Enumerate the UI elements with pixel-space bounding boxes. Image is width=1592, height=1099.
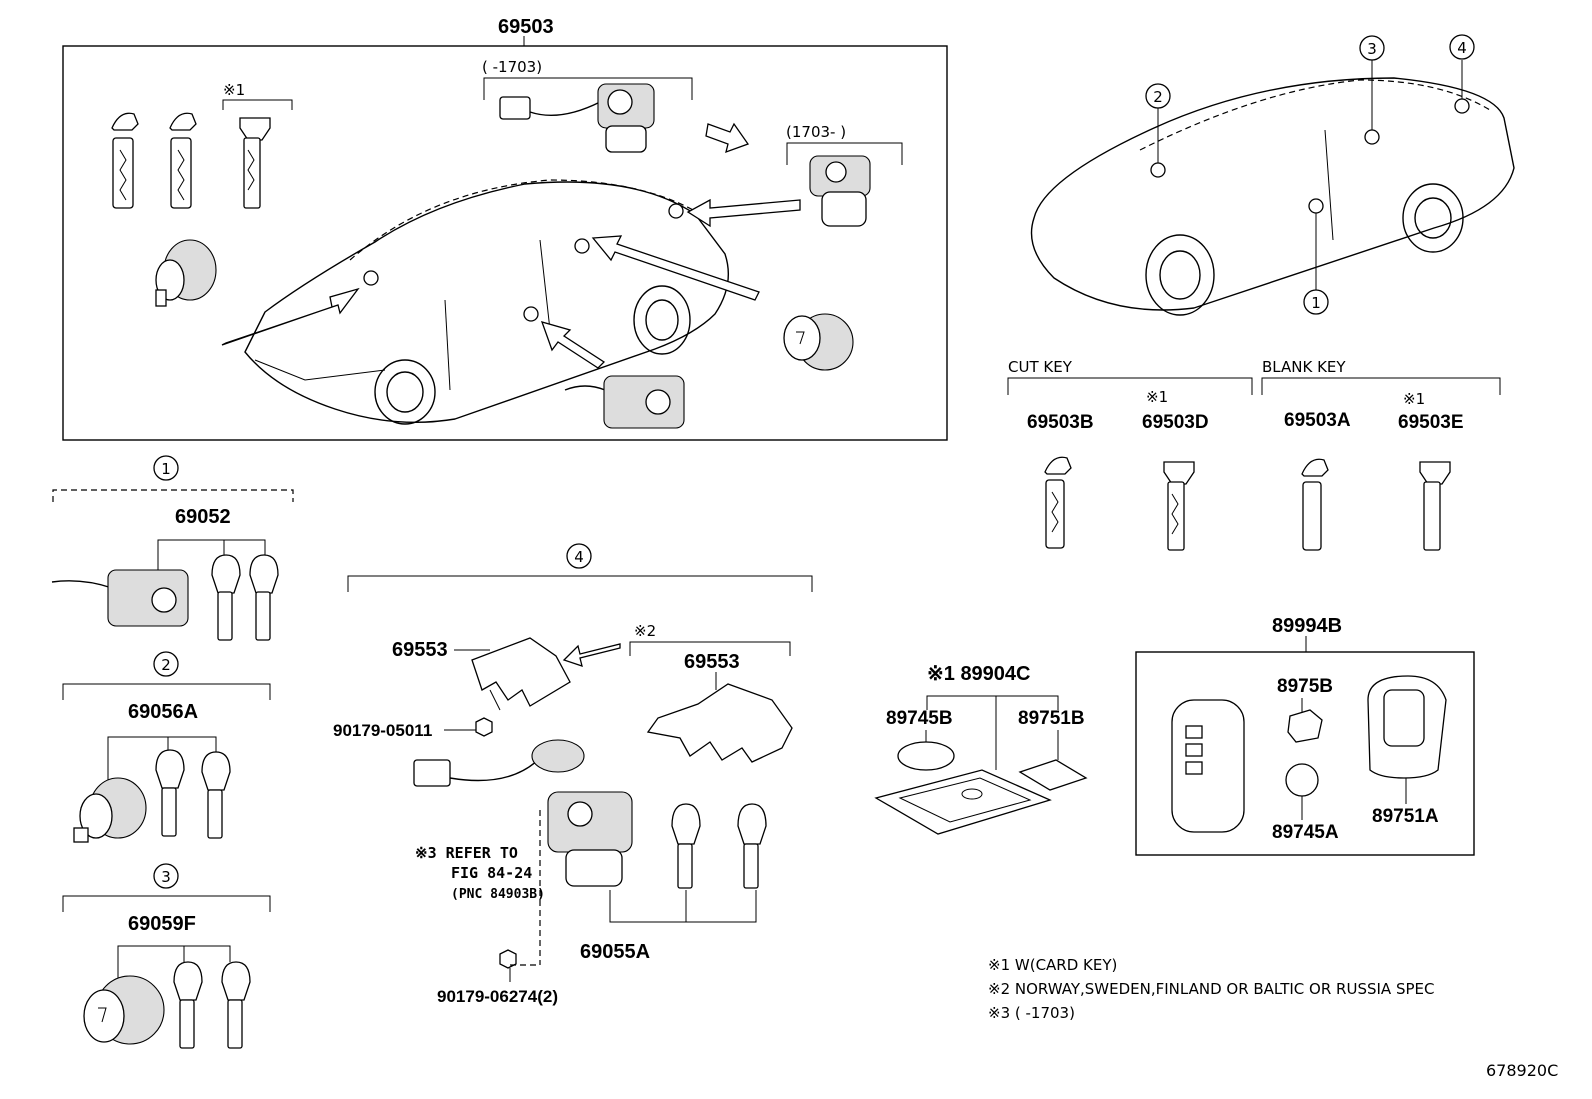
part-90179-06274: 90179-06274(2) — [437, 987, 558, 1006]
cut-key-smart-icon — [1044, 456, 1072, 549]
callout-circle-3-right: 3 — [1359, 35, 1385, 61]
part-89751A: 89751A — [1372, 806, 1439, 827]
diagram-id: 678920C — [1486, 1061, 1558, 1080]
ignition-cylinder-before-icon — [499, 83, 655, 153]
part-89904C: ※1 89904C — [927, 663, 1031, 685]
svg-text:1: 1 — [1311, 294, 1321, 312]
callout-circle-1: 1 — [153, 455, 179, 481]
part-69553-left: 69553 — [392, 639, 448, 661]
group1-key-2-icon — [249, 554, 279, 641]
group4-ignition-switch-icon — [413, 739, 633, 887]
arrow-cover-icon — [562, 643, 621, 667]
key-smart-2-icon — [169, 112, 197, 209]
part-69503D: 69503D — [1142, 412, 1209, 433]
key-smart-1-icon — [111, 112, 139, 209]
callout-circle-3: 3 — [153, 863, 179, 889]
callout-circle-1-right: 1 — [1303, 289, 1329, 315]
part-90179-05011: 90179-05011 — [333, 721, 432, 740]
cover-right-icon — [646, 683, 793, 763]
trunk-cylinder-icon — [783, 313, 854, 371]
part-69059F: 69059F — [128, 913, 196, 935]
bolt-icon — [475, 717, 493, 737]
arrow-to-console-icon — [591, 235, 760, 301]
legend-line-3: ※3 ( -1703) — [988, 1004, 1075, 1022]
ignition-cylinder-after-icon — [809, 155, 871, 227]
callout-circle-4-right: 4 — [1449, 34, 1475, 60]
svg-text:4: 4 — [1457, 39, 1467, 57]
remote-case-icon — [1367, 675, 1447, 779]
legend-line-2: ※2 NORWAY,SWEDEN,FINLAND OR BALTIC OR RU… — [988, 980, 1434, 998]
main-group-box — [62, 45, 948, 441]
remote-box — [1135, 651, 1475, 856]
vehicle-left-illustration — [244, 179, 730, 425]
card-sheet-icon — [1018, 759, 1088, 791]
blank-key-card-icon — [1419, 461, 1451, 551]
part-89994B: 89994B — [1272, 615, 1342, 637]
svg-text:3: 3 — [161, 868, 171, 886]
group3-trunk-cylinder-icon — [83, 975, 165, 1045]
note-mark-cut: ※1 — [1146, 388, 1168, 406]
svg-text:1: 1 — [161, 460, 171, 478]
group2-door-cylinder-icon — [73, 777, 147, 843]
blank-key-header: BLANK KEY — [1262, 358, 1346, 376]
group2-key-1-icon — [155, 749, 185, 837]
note-mark-blank: ※1 — [1403, 390, 1425, 408]
part-69503E: 69503E — [1398, 412, 1464, 433]
date-after-label: (1703- ) — [786, 123, 846, 141]
group2-key-2-icon — [201, 751, 231, 839]
note-mark-1: ※1 — [223, 81, 245, 99]
main-group-label: 69503 — [498, 16, 554, 38]
group3-key-2-icon — [221, 961, 251, 1049]
arrow-to-trunk-icon — [686, 198, 801, 228]
card-battery-icon — [897, 741, 955, 771]
remote-cover-icon — [1287, 709, 1323, 743]
part-89751B: 89751B — [1018, 708, 1085, 729]
svg-text:2: 2 — [1153, 88, 1163, 106]
arrow-to-front-icon — [221, 287, 360, 346]
smart-key-fob-icon — [1171, 699, 1245, 833]
screw-icon — [499, 949, 517, 969]
group1-ignition-switch-icon — [51, 569, 189, 627]
part-69503A: 69503A — [1284, 410, 1351, 431]
part-89745A: 89745A — [1272, 822, 1339, 843]
ref-line-3: (PNC 84903B) — [451, 887, 545, 902]
ignition-switch-icon — [564, 375, 685, 429]
part-69553-right: 69553 — [684, 651, 740, 673]
note-mark-2: ※2 — [634, 622, 656, 640]
group3-key-1-icon — [173, 961, 203, 1049]
callout-circle-4: 4 — [566, 543, 592, 569]
group4-key-2-icon — [737, 803, 767, 889]
part-89745B: 89745B — [886, 708, 953, 729]
date-before-label: ( -1703) — [482, 58, 542, 76]
part-69055A: 69055A — [580, 941, 650, 963]
part-8975B: 8975B — [1277, 676, 1333, 697]
callout-circle-2-right: 2 — [1145, 83, 1171, 109]
part-69503B: 69503B — [1027, 412, 1094, 433]
vehicle-right-illustration — [1030, 60, 1515, 316]
door-cylinder-icon — [155, 239, 217, 307]
cut-key-card-icon — [1163, 461, 1195, 551]
ref-line-1: ※3 REFER TO — [415, 844, 518, 862]
ref-line-2: FIG 84-24 — [451, 864, 532, 882]
key-card-emergency-icon — [239, 117, 271, 209]
group4-key-1-icon — [671, 803, 701, 889]
group1-key-1-icon — [211, 554, 241, 641]
svg-text:4: 4 — [574, 548, 584, 566]
callout-circle-2: 2 — [153, 651, 179, 677]
legend-line-1: ※1 W(CARD KEY) — [988, 956, 1117, 974]
card-key-icon — [874, 769, 1052, 835]
cut-key-header: CUT KEY — [1008, 358, 1073, 376]
blank-key-smart-icon — [1301, 458, 1329, 551]
svg-text:2: 2 — [161, 656, 171, 674]
remote-battery-icon — [1285, 763, 1319, 797]
arrow-to-door-icon — [540, 321, 606, 369]
arrow-right-icon — [705, 122, 750, 154]
cover-left-icon — [471, 637, 571, 711]
part-69056A: 69056A — [128, 701, 198, 723]
svg-text:3: 3 — [1367, 40, 1377, 58]
part-69052: 69052 — [175, 506, 231, 528]
